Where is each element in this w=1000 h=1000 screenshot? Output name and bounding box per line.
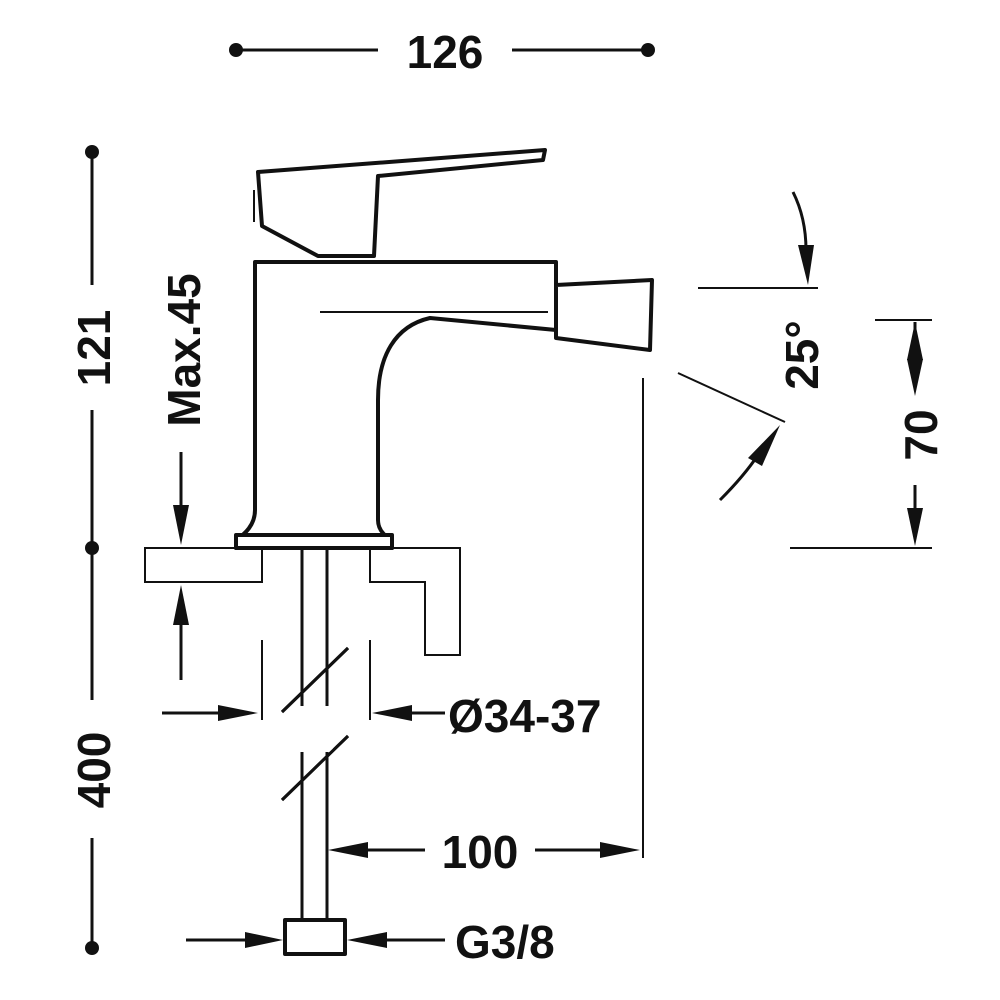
base-flange [234, 533, 394, 550]
pipe-connector [283, 918, 347, 956]
countertop-right [369, 547, 461, 656]
pipe-dim-bottom-dot [85, 941, 99, 955]
countertop-section [144, 547, 461, 656]
angle-arrow-top [798, 245, 814, 285]
reach-dimension: 100 [328, 378, 644, 878]
width-dimension: 126 [229, 26, 655, 78]
angle-label: 25° [776, 320, 828, 390]
reach-dim-arrow-right [600, 842, 640, 858]
spout-height-arrow-bottom [907, 508, 923, 546]
angle-arrow-bottom [748, 425, 780, 466]
spout-height-arrow-up [907, 359, 923, 396]
hole-diameter-dimension: Ø34-37 [162, 640, 601, 742]
thread-dimension: G3/8 [186, 916, 555, 968]
pipe-length-dimension: 400 [68, 548, 120, 955]
countertop-left [144, 547, 263, 583]
hole-dim-arrow-right [372, 705, 412, 721]
reach-label: 100 [442, 826, 519, 878]
spout-height-arrow-top [907, 322, 923, 360]
pipe-gap [296, 706, 333, 752]
mixer-body [234, 260, 558, 550]
spout-height-label: 70 [895, 409, 947, 460]
lever-handle [256, 148, 547, 258]
nozzle [554, 278, 654, 352]
deck-dim-arrow-up [173, 585, 189, 625]
angle-arc-bottom [718, 454, 760, 502]
width-dim-end-dot [641, 43, 655, 57]
thread-label: G3/8 [455, 916, 555, 968]
angle-ext-slanted [677, 372, 786, 423]
spout-height-dimension: 70 [790, 319, 947, 549]
reach-dim-arrow-left [328, 842, 368, 858]
deck-thickness-dimension: Max.45 [158, 273, 210, 680]
thread-dim-arrow-right [347, 932, 387, 948]
pipe-length-label: 400 [68, 732, 120, 809]
hole-dim-arrow-left [218, 705, 258, 721]
deck-dim-arrow-down [173, 505, 189, 545]
supply-pipe [280, 548, 350, 956]
angle-dimension: 25° [677, 191, 828, 502]
thread-dim-arrow-left [245, 932, 283, 948]
height-dimension: 121 [68, 145, 120, 555]
width-dim-label: 126 [407, 26, 484, 78]
height-dim-label: 121 [68, 310, 120, 387]
faucet-body [234, 148, 654, 550]
angle-arc-top [791, 191, 808, 251]
hole-diameter-label: Ø34-37 [448, 690, 601, 742]
deck-thickness-label: Max.45 [158, 273, 210, 426]
